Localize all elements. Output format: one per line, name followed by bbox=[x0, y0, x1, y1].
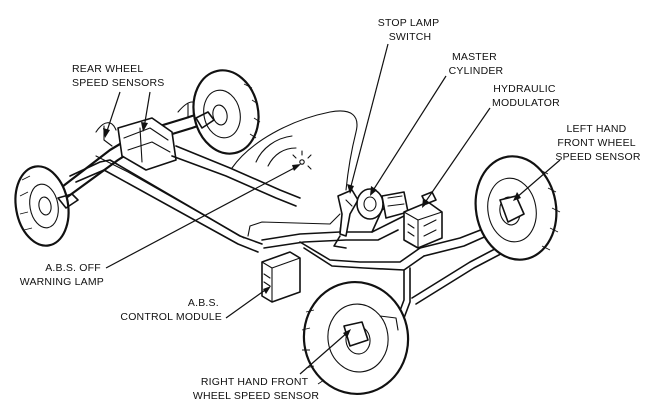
label-abs-off-warning-lamp: A.B.S. OFF WARNING LAMP bbox=[20, 262, 104, 288]
leader-lines bbox=[103, 43, 561, 375]
label-master-cylinder: MASTER CYLINDER bbox=[449, 51, 504, 77]
rear-left-wheel bbox=[14, 165, 79, 247]
brake-pedal-assembly bbox=[333, 189, 359, 249]
label-stop-lamp-switch: STOP LAMP SWITCH bbox=[378, 17, 442, 43]
label-hydraulic-modulator: HYDRAULIC MODULATOR bbox=[492, 83, 560, 109]
label-left-hand-front-wheel-speed-sensor: LEFT HAND FRONT WHEEL SPEED SENSOR bbox=[555, 123, 640, 163]
vehicle-body-outline bbox=[231, 110, 358, 191]
left-front-wheel bbox=[474, 155, 561, 261]
right-front-wheel bbox=[301, 280, 410, 396]
master-cylinder bbox=[356, 188, 409, 220]
abs-warning-lamp bbox=[292, 150, 312, 170]
abs-control-module bbox=[261, 251, 301, 303]
label-abs-control-module: A.B.S. CONTROL MODULE bbox=[120, 297, 222, 323]
label-rear-wheel-speed-sensors: REAR WHEEL SPEED SENSORS bbox=[72, 63, 164, 89]
rear-right-wheel bbox=[192, 69, 261, 155]
rear-axle-assembly bbox=[56, 101, 301, 207]
label-right-hand-front-wheel-speed-sensor: RIGHT HAND FRONT WHEEL SPEED SENSOR bbox=[193, 376, 320, 402]
